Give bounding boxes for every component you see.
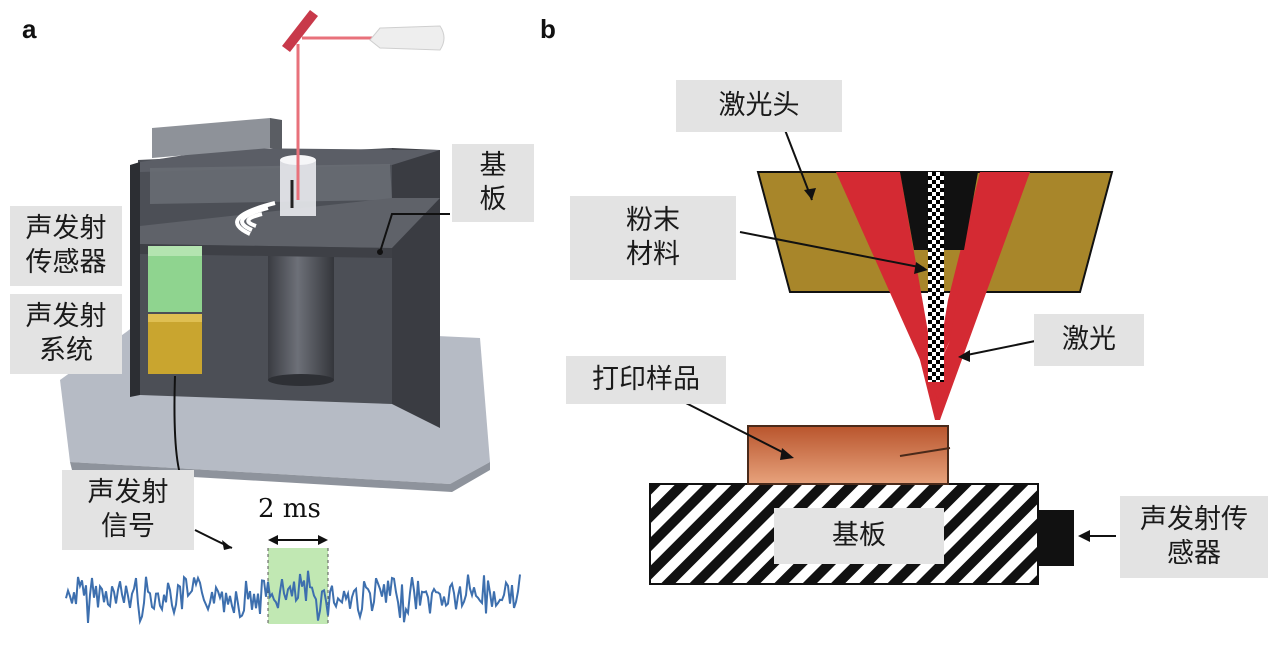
ae-signal-trace — [65, 570, 521, 626]
label-ae-sensor: 声发射 传感器 — [10, 206, 122, 286]
scanner-rail — [152, 118, 270, 158]
label-powder: 粉末 材料 — [570, 196, 736, 280]
label-laser: 激光 — [1034, 314, 1144, 366]
ae-system-block — [148, 314, 202, 374]
label-printed-sample: 打印样品 — [566, 356, 726, 404]
sensor-block-b — [1038, 510, 1074, 566]
panel-letter-a: a — [22, 14, 37, 44]
mirror — [282, 10, 318, 52]
substrate-shelf — [140, 198, 440, 248]
label-ae-signal: 声发射 信号 — [62, 470, 194, 550]
label-laser-head: 激光头 — [676, 80, 842, 132]
label-substrate-a: 基 板 — [452, 144, 534, 222]
panel-letter-b: b — [540, 14, 556, 44]
label-substrate-b: 基板 — [774, 508, 944, 564]
support-column — [268, 255, 334, 380]
printed-sample — [747, 425, 949, 485]
time-window-label: 2 ms — [258, 494, 321, 524]
powder-stream — [928, 172, 944, 382]
ae-sensor-block — [148, 246, 202, 312]
chamber-roof — [150, 164, 392, 204]
laser-source — [369, 25, 445, 51]
left-wall — [130, 162, 140, 397]
right-wall — [392, 148, 440, 428]
label-ae-system: 声发射 系统 — [10, 294, 122, 374]
label-ae-sensor-b: 声发射传 感器 — [1120, 496, 1268, 578]
